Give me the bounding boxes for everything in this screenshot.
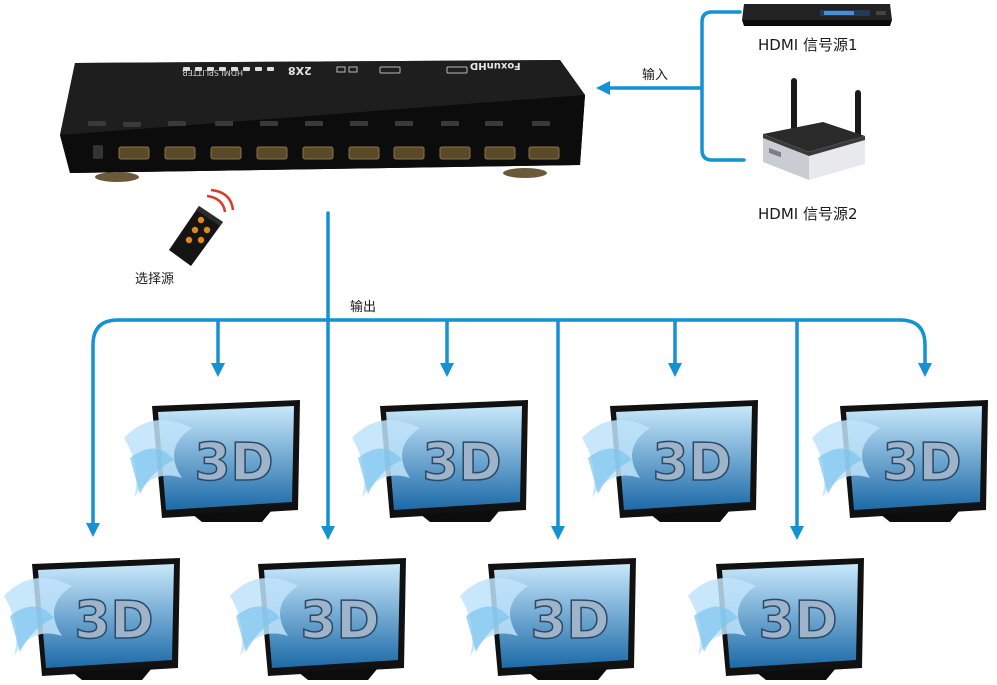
dvd-player-icon — [742, 4, 892, 26]
tv-bottom-3: 3D — [460, 558, 636, 680]
tv-bottom-4: 3D — [688, 558, 864, 680]
tv-3d-badge: 3D — [74, 591, 153, 651]
splitter-model: 2X8 — [288, 64, 312, 77]
tv-bottom-2: 3D — [230, 558, 406, 680]
tv-3d-badge: 3D — [194, 433, 273, 493]
splitter-brand: FoxunHD — [470, 60, 521, 71]
remote-label: 选择源 — [135, 272, 175, 287]
source-bracket-wire — [700, 10, 746, 162]
tv-3d-badge: 3D — [422, 433, 501, 493]
output-label: 输出 — [350, 300, 377, 315]
bus-right-corner — [898, 318, 932, 377]
tv-3d-badge: 3D — [530, 591, 609, 651]
tv-top-1: 3D — [124, 400, 300, 522]
splitter-subtitle: HDMI SPLITTER — [182, 68, 243, 77]
hdmi-splitter-device — [60, 60, 585, 182]
tv-top-2: 3D — [352, 400, 528, 522]
tv-3d-badge: 3D — [758, 591, 837, 651]
input-label: 输入 — [642, 68, 669, 83]
router-box-icon — [763, 78, 865, 180]
tv-3d-badge: 3D — [882, 433, 961, 493]
bus-left-corner — [86, 318, 120, 537]
tv-3d-badge: 3D — [652, 433, 731, 493]
source-1-label: HDMI 信号源1 — [758, 36, 858, 54]
remote-control-icon — [169, 188, 235, 266]
tv-top-3: 3D — [582, 400, 758, 522]
tv-3d-badge: 3D — [300, 591, 379, 651]
source-2-label: HDMI 信号源2 — [758, 205, 858, 223]
tv-top-4: 3D — [812, 400, 988, 522]
tv-bottom-1: 3D — [4, 558, 180, 680]
